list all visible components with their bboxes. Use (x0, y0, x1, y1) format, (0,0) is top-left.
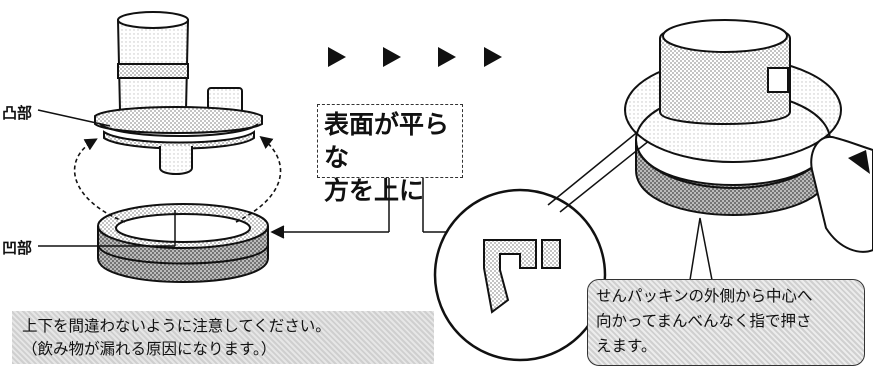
press-line-2: 向かってまんべんなく指で押さ (596, 312, 812, 330)
convex-part-label: 凸部 (2, 104, 33, 122)
press-line-3: えます。 (596, 337, 657, 355)
press-direction-arrow-icon (848, 150, 870, 174)
flat-note-line-2: 方を上に (324, 176, 425, 205)
gasket-ring (97, 203, 269, 283)
flat-note-line-1: 表面が平らな (324, 110, 450, 172)
flip-arrows (73, 136, 282, 223)
caution-note: 上下を間違わないように注意してください。 （飲み物が漏れる原因になります。） (12, 311, 434, 364)
label-leaders (37, 109, 176, 247)
flat-side-up-note: 表面が平らな 方を上に (317, 104, 463, 205)
gasket-cross-section (433, 129, 651, 362)
lid-part (94, 11, 263, 175)
finger (810, 135, 873, 253)
caution-line-2: （飲み物が漏れる原因になります。） (22, 340, 277, 358)
press-line-1: せんパッキンの外側から中心へ (596, 287, 813, 305)
step-arrow-icon (328, 47, 502, 67)
callout-pointer (689, 217, 713, 281)
caution-line-1: 上下を間違わないように注意してください。 (22, 317, 331, 335)
concave-part-label: 凹部 (2, 239, 33, 257)
press-instruction-callout: せんパッキンの外側から中心へ 向かってまんべんなく指で押さ えます。 (587, 279, 865, 366)
lid-assembly (624, 19, 842, 216)
